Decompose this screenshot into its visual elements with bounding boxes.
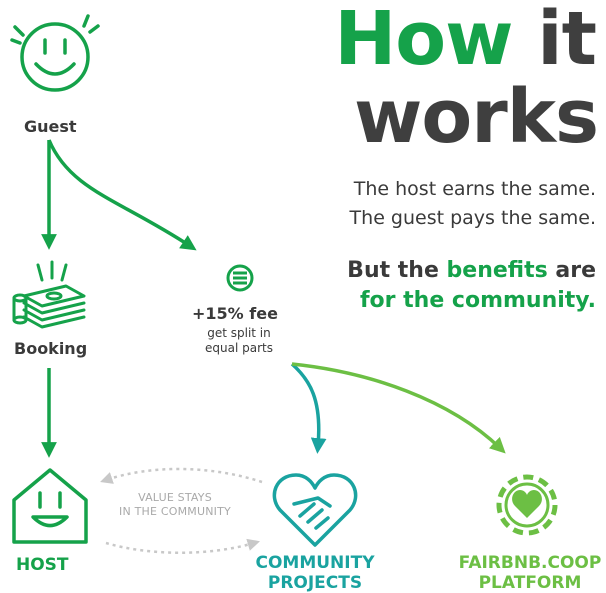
fee-split-text: get split in equal parts xyxy=(196,326,282,356)
money-stack-icon xyxy=(12,260,86,329)
benefits-line-1: But the benefits are xyxy=(347,258,596,283)
smiley-face-icon xyxy=(10,14,100,92)
community-projects-label: COMMUNITY PROJECTS xyxy=(240,553,390,593)
value-stays-line-2: IN THE COMMUNITY xyxy=(119,505,231,518)
title-line-2: works xyxy=(354,74,599,160)
title-line-1: How it xyxy=(334,2,597,76)
value-loop-bottom xyxy=(105,538,260,554)
host-label: HOST xyxy=(16,555,69,575)
arrow-fee-community xyxy=(290,362,327,454)
value-stays-line-1: VALUE STAYS xyxy=(138,491,212,504)
title-word-how: How xyxy=(334,0,513,82)
arrow-fee-platform xyxy=(291,362,506,454)
booking-label: Booking xyxy=(14,339,88,358)
benefits-text-a: But the xyxy=(347,258,447,283)
fee-split-line-2: equal parts xyxy=(205,341,273,355)
platform-line-2: PLATFORM xyxy=(478,573,582,593)
handshake-heart-icon xyxy=(272,473,358,547)
community-projects-line-1: COMMUNITY xyxy=(255,553,375,573)
community-projects-line-2: PROJECTS xyxy=(267,573,363,593)
fee-label: +15% fee xyxy=(192,304,278,323)
coins-icon xyxy=(226,264,254,292)
benefits-text-b: are xyxy=(547,258,596,283)
platform-line-1: FAIRBNB.COOP xyxy=(458,553,602,573)
benefits-line-2: for the community. xyxy=(359,288,596,313)
benefits-highlight: benefits xyxy=(446,258,548,283)
house-icon xyxy=(12,468,88,544)
guest-label: Guest xyxy=(24,117,77,136)
tagline-host: The host earns the same. xyxy=(353,178,596,200)
arrow-guest-fee xyxy=(47,139,197,251)
title-word-it: it xyxy=(537,0,597,82)
tagline-guest: The guest pays the same. xyxy=(349,207,596,229)
platform-label: FAIRBNB.COOP PLATFORM xyxy=(450,553,606,593)
value-stays-text: VALUE STAYS IN THE COMMUNITY xyxy=(100,491,250,519)
value-loop-top xyxy=(100,467,263,484)
fee-split-line-1: get split in xyxy=(207,326,271,340)
gear-heart-icon xyxy=(496,474,558,536)
